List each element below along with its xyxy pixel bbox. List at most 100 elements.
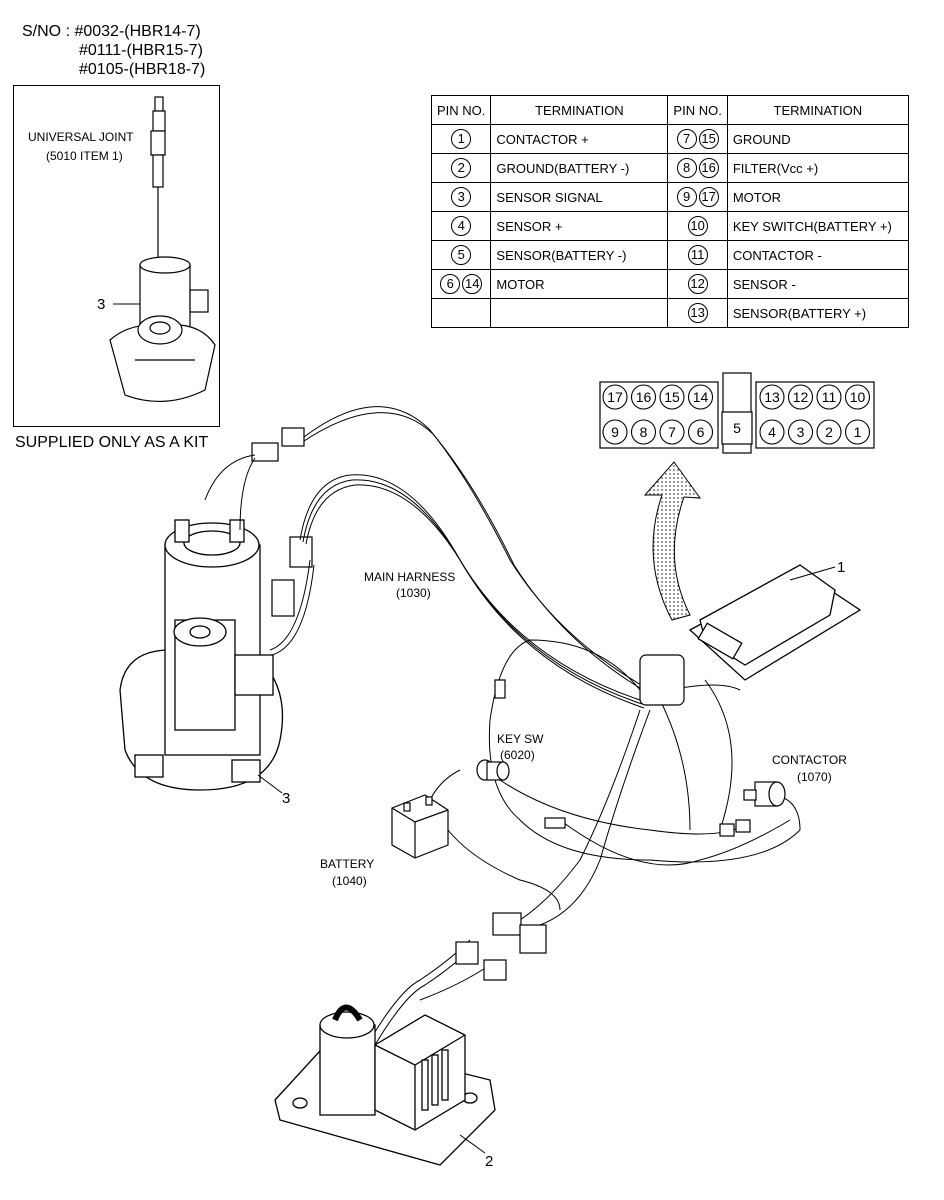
- pin-label: 17: [607, 389, 623, 405]
- pin-circle: [687, 419, 714, 445]
- pin-number: 11: [687, 245, 708, 265]
- pin-label: 8: [640, 424, 648, 440]
- pin-circle: [787, 384, 814, 410]
- pin-cell-left: 4: [430, 211, 492, 241]
- serial-line-3: #0105-(HBR18-7): [79, 61, 206, 78]
- pin-circle: [816, 384, 842, 410]
- key-switch-ref: (6020): [500, 748, 535, 762]
- termination-cell-right: GROUND: [726, 124, 909, 154]
- pin-cell-right: 13: [667, 298, 728, 328]
- pin-number: 14: [462, 274, 483, 294]
- termination-cell-left: CONTACTOR +: [490, 124, 669, 154]
- pin-label: 15: [664, 389, 680, 405]
- pin-label: 9: [611, 424, 619, 440]
- termination-cell-left: SENSOR(BATTERY -): [490, 240, 669, 270]
- table-row: 4 SENSOR + 10 KEY SWITCH(BATTERY +): [430, 211, 909, 241]
- pin-circle: [759, 419, 785, 445]
- pin-circle: [844, 384, 871, 410]
- header-pin-no-left: PIN NO.: [430, 95, 492, 125]
- termination-cell-right: KEY SWITCH(BATTERY +): [726, 211, 909, 241]
- pin-number: 6: [440, 274, 461, 294]
- controller: [688, 564, 862, 681]
- pin-number: 16: [698, 158, 719, 178]
- pin-circle: [659, 419, 685, 445]
- pin-circle: [844, 419, 871, 445]
- kit-caption: SUPPLIED ONLY AS A KIT: [15, 434, 209, 451]
- pin-label: 16: [636, 389, 652, 405]
- pin-label: 11: [822, 389, 837, 405]
- filter-callout-leader: [459, 1134, 486, 1154]
- termination-cell-right: CONTACTOR -: [726, 240, 909, 270]
- contactor-ref: (1070): [797, 770, 832, 784]
- termination-cell-left: SENSOR +: [490, 211, 669, 241]
- termination-cell-left: GROUND(BATTERY -): [490, 153, 669, 183]
- pin-number: 5: [451, 245, 472, 265]
- pin-number: 1: [451, 129, 472, 149]
- motor-assembly: [119, 519, 284, 791]
- pin-cell-left: 1: [430, 124, 492, 154]
- termination-cell-right: FILTER(Vcc +): [726, 153, 909, 183]
- pin-label: 2: [825, 424, 833, 440]
- table-row: 5 SENSOR(BATTERY -) 11 CONTACTOR -: [430, 240, 909, 270]
- pin-number: 15: [698, 129, 719, 149]
- serial-line-2: #0111-(HBR15-7): [79, 42, 203, 59]
- pin-label: 7: [668, 424, 676, 440]
- pin-number: 8: [676, 158, 697, 178]
- pin-number: 2: [451, 158, 472, 178]
- pin-circle: [630, 419, 657, 445]
- key-switch: [476, 759, 510, 781]
- pin-cell-left: [430, 298, 492, 328]
- pin-circle: [816, 419, 842, 445]
- termination-cell-right: SENSOR -: [726, 269, 909, 299]
- pin-number: 13: [687, 303, 708, 323]
- pin-number: 3: [451, 187, 472, 207]
- pin-number: 10: [687, 216, 708, 236]
- pin-number: 4: [451, 216, 472, 236]
- table-row: 13 SENSOR(BATTERY +): [430, 298, 909, 328]
- serial-line-1: S/NO : #0032-(HBR14-7): [22, 23, 201, 40]
- controller-callout-1: 1: [837, 559, 845, 576]
- harness-connectors: [455, 654, 751, 981]
- pin-label-center: 5: [733, 420, 741, 436]
- termination-cell-left: MOTOR: [490, 269, 669, 299]
- pin-label: 3: [797, 424, 805, 440]
- serial-numbers: S/NO : #0032-(HBR14-7) #0111-(HBR15-7) #…: [22, 22, 205, 79]
- pin-circle: [687, 384, 714, 410]
- pin-number: 17: [698, 187, 719, 207]
- harness-wires: [204, 406, 801, 1046]
- pin-label: 1: [854, 424, 862, 440]
- header-termination-right: TERMINATION: [726, 95, 909, 125]
- termination-cell-right: SENSOR(BATTERY +): [726, 298, 909, 328]
- pin-circle: [787, 419, 814, 445]
- connector-view-arrow: [643, 461, 702, 621]
- pin-number: 7: [676, 129, 697, 149]
- battery-label: BATTERY: [320, 857, 374, 871]
- kit-inset-box: [13, 85, 220, 427]
- pin-label: 10: [850, 389, 866, 405]
- table-header-row: PIN NO. TERMINATION PIN NO. TERMINATION: [430, 95, 909, 125]
- pin-number: 12: [687, 274, 708, 294]
- pin-circle: [602, 419, 628, 445]
- header-termination-left: TERMINATION: [490, 95, 669, 125]
- pin-circle: [630, 384, 657, 410]
- pin-circle: [759, 384, 785, 410]
- motor-callout-3: 3: [282, 790, 290, 807]
- pin-circle: [602, 384, 628, 410]
- main-harness-label: MAIN HARNESS: [364, 570, 455, 584]
- termination-cell-right: MOTOR: [726, 182, 909, 212]
- pin-cell-right: 11: [667, 240, 728, 270]
- filter-assembly: [274, 1004, 496, 1166]
- pin-cell-left: 5: [430, 240, 492, 270]
- controller-callout-leader: [789, 566, 836, 581]
- pin-number: 9: [676, 187, 697, 207]
